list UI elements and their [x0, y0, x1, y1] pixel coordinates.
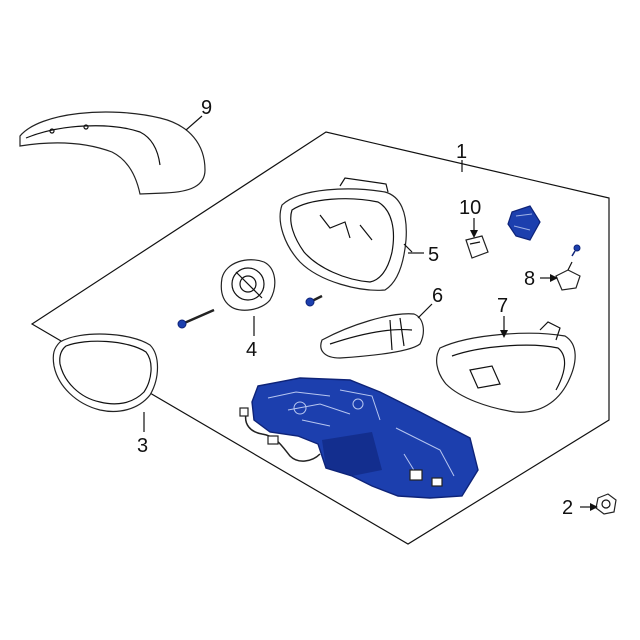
leader-9: [185, 115, 203, 131]
part-8-bulb: [555, 261, 581, 291]
part-10-clip: [465, 235, 489, 259]
assembly-frame: [30, 131, 610, 545]
bolt-short: [305, 294, 323, 307]
callout-4: 4: [246, 339, 257, 361]
callout-7: 7: [497, 295, 508, 317]
part-9-cover-cap: [19, 111, 206, 195]
bolt-long: [177, 308, 215, 329]
leader-6: [417, 303, 433, 319]
screw-small: [571, 244, 581, 257]
part-main-assembly-highlighted: [239, 377, 479, 499]
part-motor-connector: [507, 205, 541, 241]
part-4-actuator: [220, 259, 276, 311]
callout-8: 8: [524, 268, 535, 290]
callout-9: 9: [201, 97, 212, 119]
arrow-8: [550, 274, 558, 282]
part-7-lower-cover: [436, 321, 576, 413]
part-2-nut: [595, 493, 617, 515]
callout-2: 2: [562, 497, 573, 519]
arrow-10: [470, 230, 478, 238]
callout-10: 10: [459, 197, 481, 219]
callout-5: 5: [428, 244, 439, 266]
callout-1: 1: [456, 141, 467, 163]
callout-3: 3: [137, 435, 148, 457]
part-3-mirror-glass: [52, 333, 159, 413]
part-6-turn-signal: [320, 313, 424, 359]
arrow-7: [500, 330, 508, 338]
arrow-2: [590, 503, 598, 511]
part-5-housing-frame: [279, 177, 413, 291]
callout-6: 6: [432, 285, 443, 307]
